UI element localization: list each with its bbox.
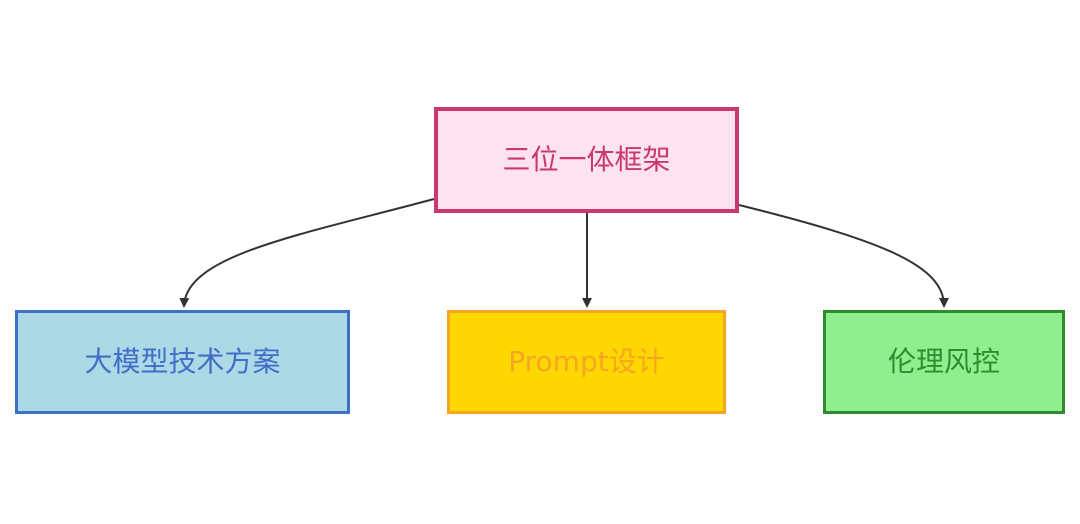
connector-root-to-right	[738, 204, 949, 308]
root-node-label: 三位一体框架	[502, 143, 671, 176]
connector-root-to-left	[179, 198, 435, 308]
child-node-llm-solution: 大模型技术方案	[15, 310, 350, 414]
root-node: 三位一体框架	[434, 107, 739, 213]
child-node-prompt-design: Prompt设计	[447, 310, 726, 414]
child-node-ethics-risk-control-label: 伦理风控	[887, 345, 1000, 378]
child-node-ethics-risk-control: 伦理风控	[823, 310, 1065, 414]
child-node-llm-solution-label: 大模型技术方案	[84, 345, 281, 378]
child-node-prompt-design-label: Prompt设计	[508, 345, 665, 378]
